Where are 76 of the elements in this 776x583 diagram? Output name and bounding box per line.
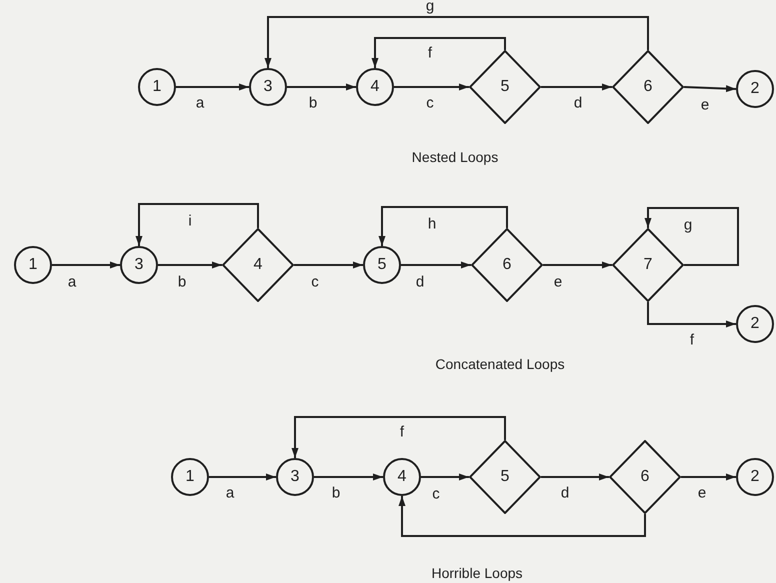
arrow <box>394 84 469 90</box>
node-number: 6 <box>640 469 650 485</box>
edge-label: f <box>426 46 434 60</box>
node-number: 2 <box>750 316 760 332</box>
edge-label: d <box>572 96 584 110</box>
node-number: 5 <box>500 469 510 485</box>
arrow <box>543 262 612 268</box>
edge-label: b <box>330 486 342 500</box>
decision-diamond <box>609 440 681 514</box>
edge-label: g <box>424 0 436 14</box>
edge-label: h <box>426 216 438 232</box>
arrow <box>264 16 649 68</box>
node-circle <box>736 70 774 108</box>
node-number: 6 <box>644 79 652 95</box>
node-number: 2 <box>750 81 760 97</box>
arrow <box>158 262 222 268</box>
decision-diamond <box>612 50 684 124</box>
arrow <box>681 474 736 480</box>
node-circle <box>363 246 401 284</box>
node-number: 1 <box>28 257 38 273</box>
node-circle <box>276 458 314 496</box>
arrow <box>398 496 646 537</box>
edge-label: d <box>414 274 426 290</box>
arrow <box>684 85 736 92</box>
diagram-caption: Concatenated Loops <box>435 357 565 371</box>
decision-diamond <box>471 228 543 302</box>
node-number: 4 <box>254 257 262 273</box>
arrow <box>541 84 612 90</box>
arrow <box>209 474 276 480</box>
arrow <box>647 302 736 328</box>
edge-label: d <box>558 486 572 500</box>
arrow <box>378 206 508 246</box>
node-number: 5 <box>378 257 386 273</box>
node-circle <box>736 458 774 496</box>
arrow <box>292 416 506 458</box>
arrow <box>314 474 383 480</box>
node-circle <box>138 68 176 106</box>
arrow <box>52 262 120 268</box>
diagram-caption: Nested Loops <box>412 150 498 164</box>
arrow <box>294 262 363 268</box>
arrow <box>644 207 739 266</box>
node-number: 7 <box>644 257 652 273</box>
node-circle <box>120 246 158 284</box>
node-number: 3 <box>264 79 272 95</box>
node-number: 1 <box>186 469 194 485</box>
decision-diamond <box>612 228 684 302</box>
arrow <box>541 474 609 480</box>
arrow <box>287 84 356 90</box>
node-number: 1 <box>152 79 162 95</box>
node-number: 5 <box>500 79 510 95</box>
edge-label: i <box>186 214 194 228</box>
decision-diamond <box>469 440 541 514</box>
edge-label: b <box>306 96 320 110</box>
node-number: 3 <box>290 469 300 485</box>
node-circle <box>383 458 421 496</box>
node-number: 4 <box>370 79 380 95</box>
edge-label: b <box>176 274 188 290</box>
edge-label: f <box>398 424 406 440</box>
node-circle <box>356 68 394 106</box>
decision-diamond <box>469 50 541 124</box>
diagram-caption: Horrible Loops <box>431 566 523 580</box>
arrow <box>401 262 471 268</box>
arrow <box>176 84 249 90</box>
node-circle <box>249 68 287 106</box>
arrow <box>372 37 506 68</box>
node-circle <box>736 305 774 343</box>
arrow <box>421 474 469 480</box>
node-number: 4 <box>398 469 406 485</box>
node-number: 2 <box>750 469 760 485</box>
decision-diamond <box>222 228 294 302</box>
node-number: 3 <box>134 257 144 273</box>
node-circle <box>171 458 209 496</box>
node-circle <box>14 246 52 284</box>
arrow <box>136 203 259 246</box>
node-number: 6 <box>502 257 512 273</box>
edge-label: f <box>688 332 696 348</box>
